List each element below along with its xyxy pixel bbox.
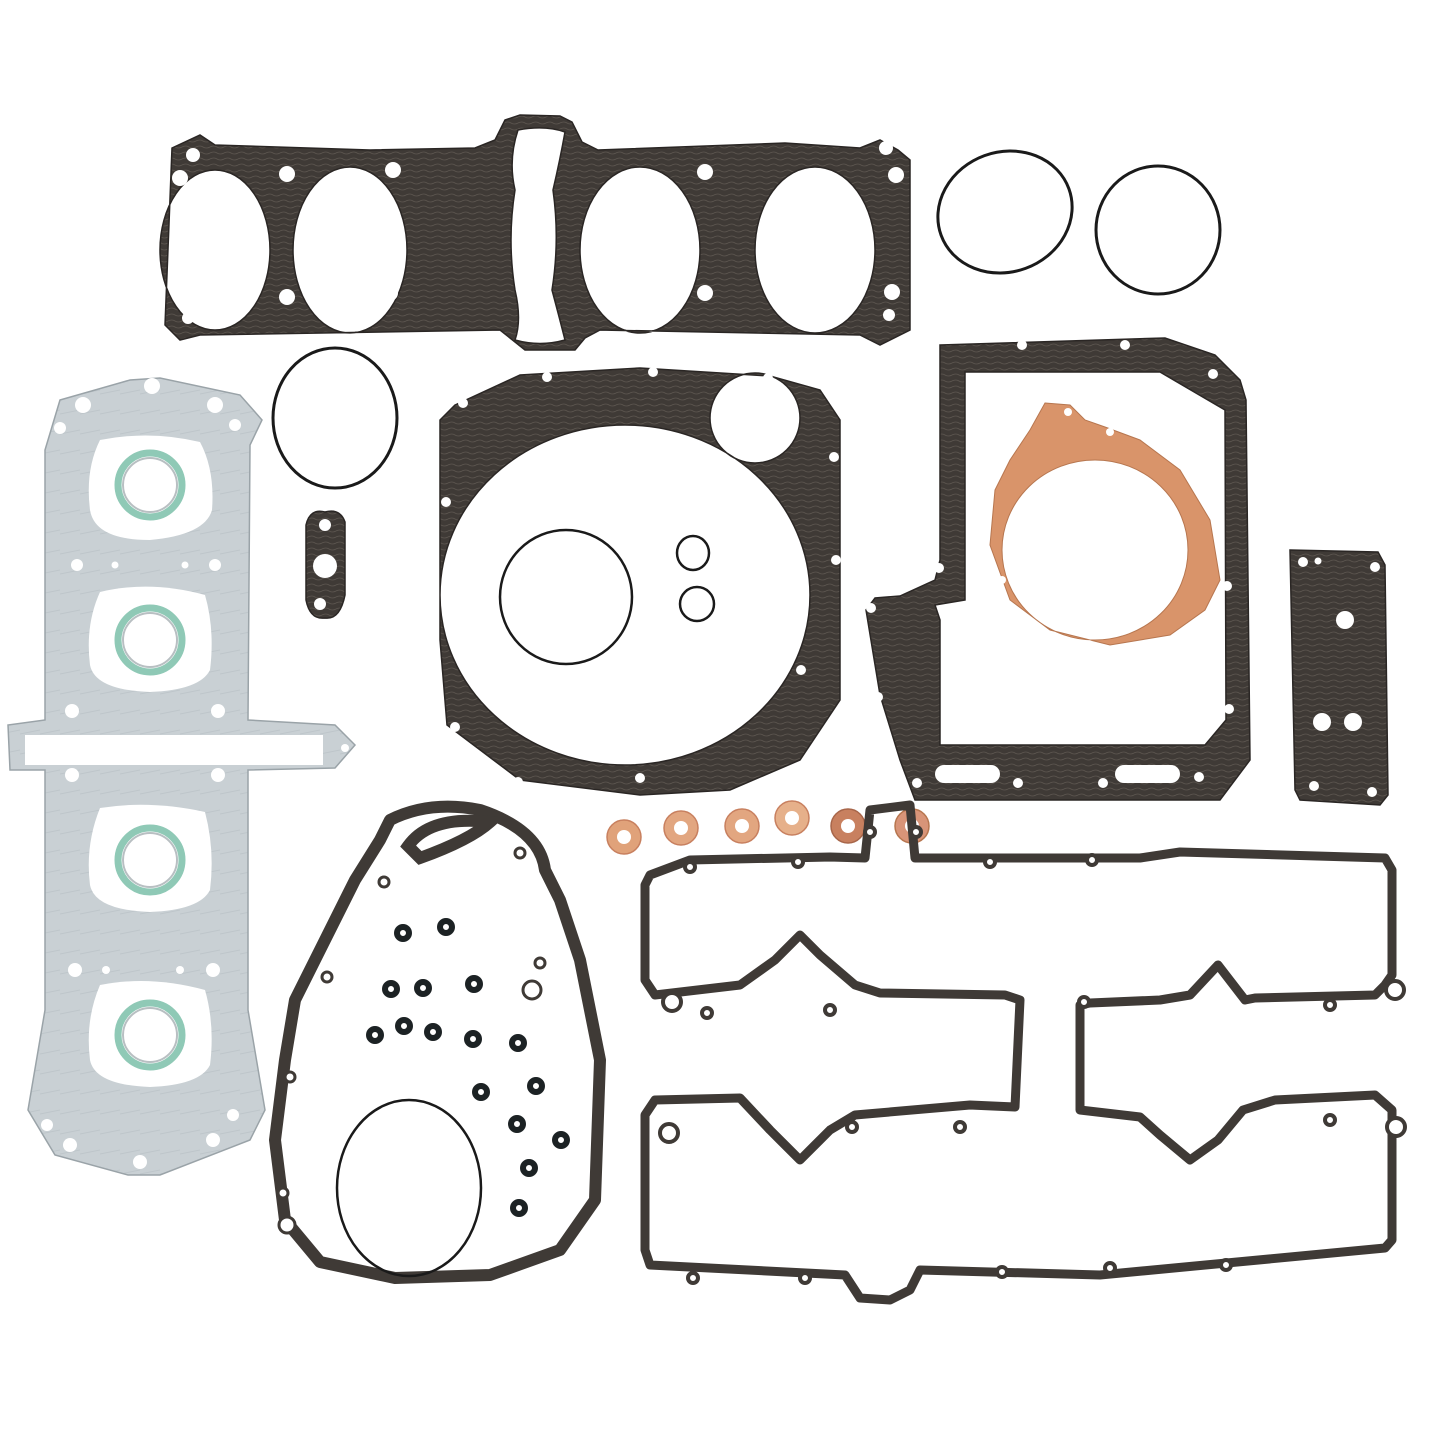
o-ring-large-2 — [1094, 164, 1222, 296]
head-gasket-metal — [7, 377, 357, 1176]
copper-washer — [724, 808, 760, 844]
copper-washer — [830, 808, 866, 844]
valve-stem-seals — [366, 918, 570, 1217]
copper-washer — [663, 810, 699, 846]
o-ring-small-1 — [675, 534, 711, 572]
small-flange-gasket — [305, 510, 346, 619]
generator-cover-gasket — [989, 402, 1221, 646]
o-ring-large-1 — [936, 149, 1074, 275]
cylinder-head-base-gasket — [159, 114, 911, 351]
stator-cover-gasket — [269, 800, 606, 1284]
o-ring-medium — [271, 346, 399, 490]
copper-washer — [606, 819, 642, 855]
oil-pan-gasket — [865, 337, 1251, 801]
o-ring-stator — [335, 1098, 483, 1278]
copper-washer — [774, 800, 810, 836]
rectangular-cover-gasket — [1289, 549, 1389, 806]
o-ring-inner — [498, 528, 634, 666]
valve-cover-gasket — [640, 800, 1407, 1305]
o-ring-small-2 — [678, 585, 716, 623]
clutch-cover-gasket — [439, 367, 841, 796]
